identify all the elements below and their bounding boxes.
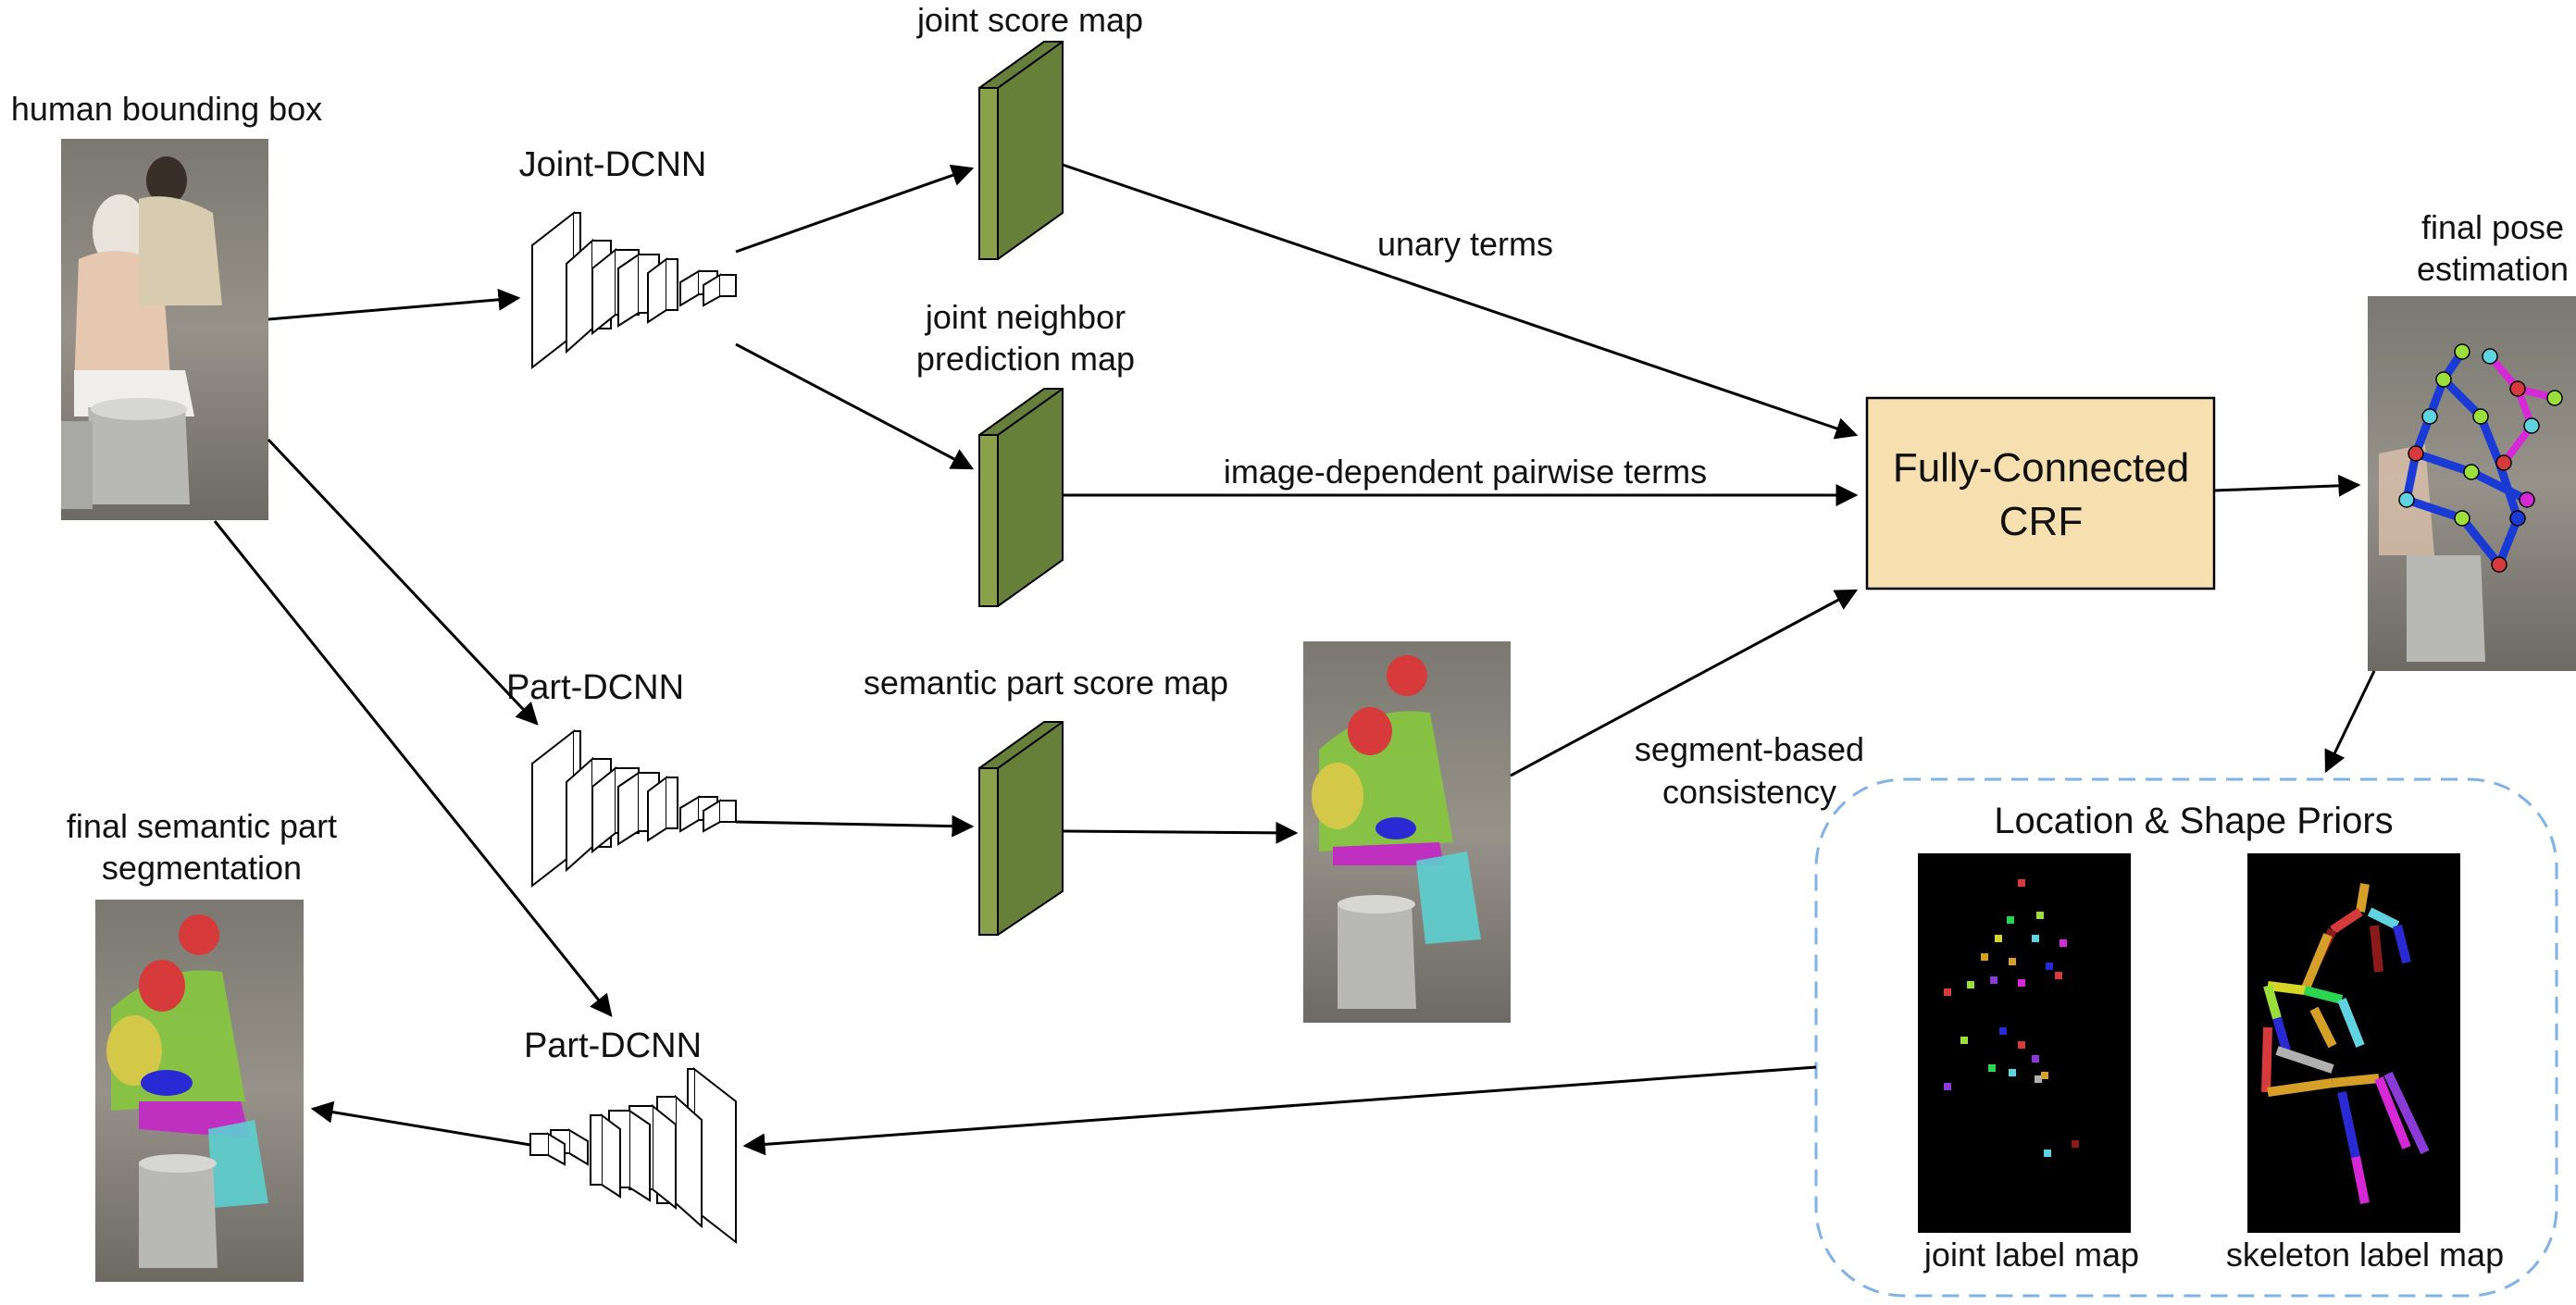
final-seg-label-1: final semantic part (67, 807, 337, 845)
final-pose-label-2: estimation (2417, 250, 2569, 288)
arrow-input-to-part-dcnn-bottom (213, 520, 613, 1017)
final-seg-photo (95, 900, 304, 1282)
arrow-joint-dcnn-to-score-map (735, 164, 975, 254)
priors-panel (1814, 777, 2558, 1298)
input-photo (61, 139, 268, 520)
semantic-part-score-map-label: semantic part score map (864, 664, 1228, 702)
arrow-seg-to-crf (1510, 589, 1859, 777)
segment-consistency-label-1: segment-based (1635, 730, 1864, 768)
skeleton-label-map-image (2247, 853, 2460, 1233)
part-seg-photo (1303, 641, 1511, 1023)
joint-label-map-label: joint label map (1923, 1236, 2139, 1274)
crf-label-1: Fully-Connected (1893, 445, 2189, 491)
part-dcnn-bottom-block (529, 1066, 737, 1245)
arrow-crf-to-final-pose (2213, 474, 2361, 497)
part-dcnn-bottom-label: Part-DCNN (524, 1026, 702, 1065)
joint-score-map-label: joint score map (916, 1, 1143, 39)
unary-terms-label: unary terms (1377, 225, 1553, 263)
arrow-priors-to-part-dcnn-bottom (742, 1065, 1817, 1156)
priors-title: Location & Shape Priors (1994, 801, 2393, 841)
joint-dcnn-label: Joint-DCNN (519, 145, 707, 184)
arrow-final-pose-to-priors (2324, 670, 2376, 774)
human-bbox-label: human bounding box (11, 90, 322, 128)
joint-dcnn-block (531, 210, 737, 370)
joint-neighbor-label-1: joint neighbor (925, 298, 1126, 336)
final-seg-label-2: segmentation (102, 849, 302, 887)
part-dcnn-top-label: Part-DCNN (506, 668, 684, 707)
semantic-part-score-map (978, 721, 1064, 936)
joint-neighbor-map (978, 388, 1064, 607)
joint-label-map-image (1918, 853, 2131, 1233)
part-dcnn-top-block (531, 728, 737, 889)
joint-score-map (978, 41, 1064, 260)
arrow-score-map-to-crf (1062, 163, 1859, 440)
arrow-part-score-map-to-seg (1062, 821, 1299, 844)
arrow-input-to-joint-dcnn (268, 288, 521, 321)
pairwise-terms-label: image-dependent pairwise terms (1224, 453, 1707, 491)
arrow-joint-dcnn-to-neighbor-map (735, 342, 975, 470)
arrow-input-to-part-dcnn (267, 438, 539, 726)
skeleton-label-map-label: skeleton label map (2226, 1236, 2504, 1274)
arrows (213, 163, 2376, 1156)
final-pose-photo (2368, 296, 2576, 671)
segment-consistency-label-2: consistency (1662, 773, 1836, 811)
crf-label-2: CRF (1999, 499, 2083, 544)
arrow-part-dcnn-bottom-to-final-seg (310, 1100, 531, 1147)
joint-neighbor-label-2: prediction map (916, 340, 1135, 378)
crf-box (1865, 396, 2216, 590)
arrow-part-dcnn-to-part-score-map (735, 814, 975, 838)
final-pose-label-1: final pose (2421, 208, 2564, 246)
